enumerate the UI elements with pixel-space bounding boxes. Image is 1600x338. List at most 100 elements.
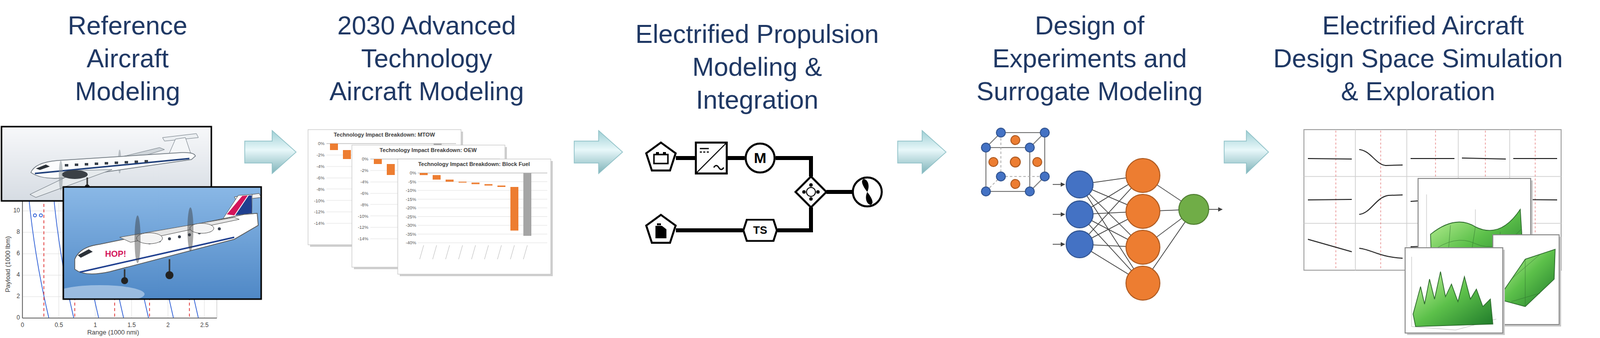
symbol-letter: M xyxy=(754,150,767,166)
profile-curves xyxy=(1513,158,1558,160)
cube-edges xyxy=(1044,132,1046,177)
waterfall-bars xyxy=(458,181,467,183)
surface-mesh xyxy=(1525,259,1526,307)
axis-tick: -35% xyxy=(405,231,417,237)
stage-column: Design of Experiments and Surrogate Mode… xyxy=(946,1,1225,331)
flow-arrow xyxy=(897,130,947,174)
input-arrows xyxy=(1052,213,1065,215)
center-points xyxy=(1032,157,1042,167)
axis-tick: -15% xyxy=(405,196,417,202)
power-wire xyxy=(775,158,811,177)
wheel xyxy=(165,271,174,280)
cabin-windows xyxy=(74,163,79,166)
input-neurons xyxy=(1066,170,1094,258)
stage-title: Electrified Aircraft Design Space Simula… xyxy=(1270,8,1566,108)
turboshaft-outline xyxy=(743,219,777,241)
total-bar xyxy=(523,172,532,236)
category-ticks xyxy=(432,245,437,260)
center-points xyxy=(988,157,998,167)
battery-symbol xyxy=(646,142,676,171)
axis-tick: -8% xyxy=(360,201,369,207)
fuel-can xyxy=(655,225,667,239)
flow-arrow xyxy=(574,130,623,174)
power-wire xyxy=(675,228,743,233)
waterfall-bars xyxy=(445,179,454,182)
tick-label: 1.5 xyxy=(127,321,137,329)
cloud xyxy=(63,285,145,300)
cabin-windows xyxy=(84,162,89,166)
cube-edges xyxy=(985,132,1045,192)
propeller-blade xyxy=(861,178,873,205)
category-ticks xyxy=(497,245,502,260)
fuel-can-handle xyxy=(656,223,661,226)
data-marker xyxy=(39,213,43,217)
category-ticks xyxy=(458,245,463,260)
stage-title: Reference Aircraft Modeling xyxy=(52,8,203,108)
cockpit-window xyxy=(35,164,50,170)
hidden-neurons xyxy=(1125,266,1160,301)
category-ticks xyxy=(419,245,528,260)
corner-points xyxy=(1040,128,1050,138)
input-neurons xyxy=(1066,230,1094,258)
grid-lines xyxy=(417,242,548,244)
corner-points xyxy=(1025,186,1035,196)
tick-label: 2 xyxy=(166,321,170,329)
axis-tick: 0% xyxy=(409,170,417,176)
cabin-windows xyxy=(94,162,99,165)
inverter-symbol xyxy=(695,142,727,174)
stage-title: Electrified Propulsion Modeling & Integr… xyxy=(633,17,882,117)
slide xyxy=(397,159,551,275)
doe-cube xyxy=(981,128,1050,196)
battery-terminal xyxy=(662,152,666,155)
livery-text: HOP! xyxy=(105,249,127,260)
chart-title: Technology Impact Breakdown: MTOW xyxy=(333,131,435,139)
axis-tick: -12% xyxy=(357,224,369,230)
output-neuron xyxy=(1178,194,1209,225)
landing-gear xyxy=(86,177,89,186)
connector-group xyxy=(244,130,1269,174)
near-engine xyxy=(61,169,88,179)
stage-title: Design of Experiments and Surrogate Mode… xyxy=(972,8,1207,108)
tick-label: 0 xyxy=(16,314,20,322)
corner-points xyxy=(981,143,991,153)
cube-edges xyxy=(1000,132,1045,134)
response-surface xyxy=(1413,271,1493,327)
waterfall-bars xyxy=(386,163,395,175)
near-propeller xyxy=(58,160,63,191)
symbol-letter: TS xyxy=(753,224,768,236)
power-wire xyxy=(777,207,811,231)
plot-box xyxy=(1411,256,1497,330)
axis-title: Range (1000 nmi) xyxy=(87,328,140,337)
chart-title: Technology Impact Breakdown: Block Fuel xyxy=(418,160,530,168)
profile-curves xyxy=(1359,194,1403,215)
waterfall-bars xyxy=(419,172,519,231)
center-points xyxy=(1010,157,1021,167)
axis-tick: -10% xyxy=(405,187,417,193)
axis-tick: -20% xyxy=(405,205,417,211)
profile-curves xyxy=(1359,149,1403,166)
surface-mesh xyxy=(1511,254,1541,280)
cell-borders xyxy=(1303,175,1562,177)
gear xyxy=(809,183,813,187)
hidden-edges xyxy=(985,132,1045,192)
category-ticks xyxy=(510,245,515,260)
power-wire xyxy=(726,156,745,160)
landing-gear xyxy=(168,259,171,274)
tick-label: 6 xyxy=(16,250,20,258)
dc-mark xyxy=(699,151,709,154)
corner-points xyxy=(981,186,991,196)
axis-line xyxy=(21,198,23,319)
cabin-windows xyxy=(217,227,221,231)
axis-tick: -2% xyxy=(360,167,369,173)
axis-title: Payload (1000 lbm) xyxy=(4,236,12,293)
center-points xyxy=(1010,135,1020,145)
profile-curves xyxy=(1359,248,1403,259)
grid-lines xyxy=(58,198,60,319)
center-points xyxy=(1010,179,1020,189)
flow-arrow xyxy=(244,130,297,174)
hidden-neurons xyxy=(1125,230,1160,265)
hidden-edges xyxy=(1000,175,1045,177)
profile-curves xyxy=(1307,158,1352,160)
surface-mesh xyxy=(1511,293,1541,302)
stage-column: Reference Aircraft Modeling xyxy=(2,1,245,331)
